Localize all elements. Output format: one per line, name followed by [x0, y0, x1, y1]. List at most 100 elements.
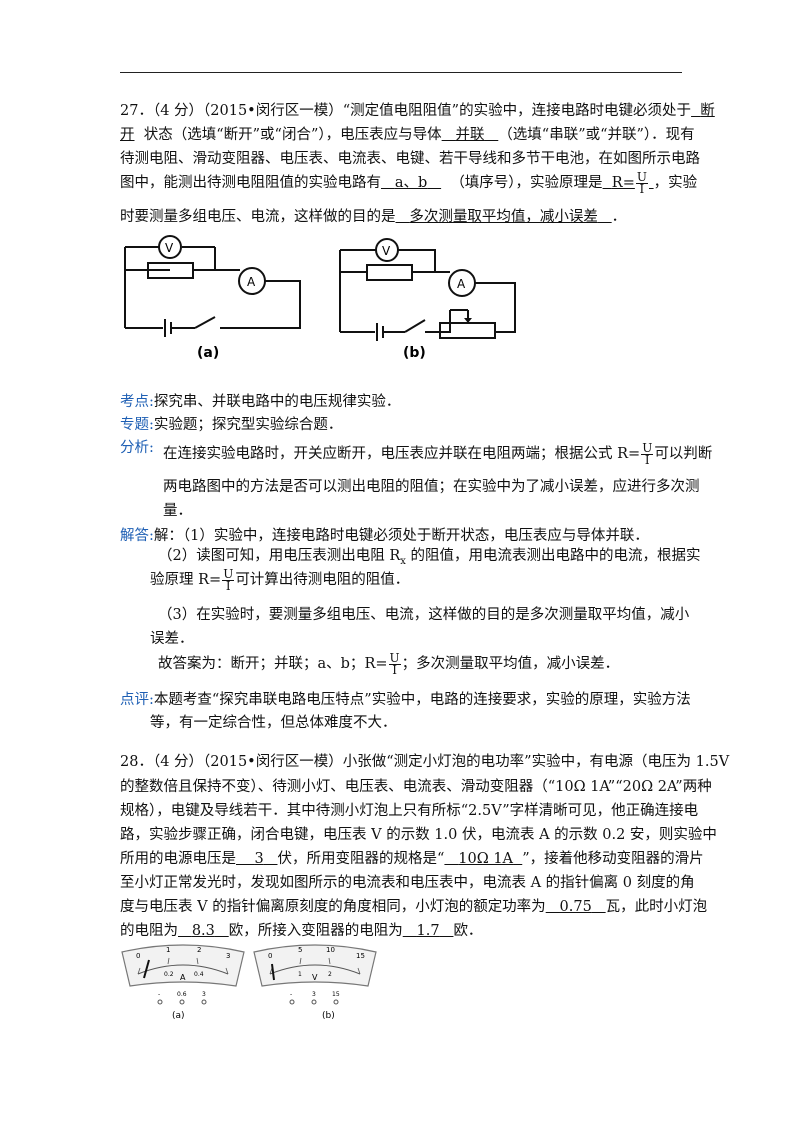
jieda-line5: 误差． [150, 631, 194, 647]
q28-text: 欧，所接入变阻器的电阻为 [228, 923, 403, 939]
ammeter-subtick: 0.2 [164, 971, 174, 978]
q28-line7: 度与电压表 V 的指针偏离原刻度的角度相同，小灯泡的额定功率为 0.75 瓦，此… [120, 895, 707, 916]
fenxi-text: 在连接实验电路时，开关应断开，电压表应并联在电阻两端；根据公式 [163, 446, 618, 462]
q27-text: 时要测量多组电压、电流，这样做的目的是 [120, 209, 396, 225]
kaodian-label: 考点: [120, 394, 154, 410]
zhuanti-label: 专题: [120, 417, 154, 433]
voltmeter-terminal: 3 [312, 991, 316, 998]
voltmeter-label: V [165, 241, 174, 255]
answer-res2: 1.7 [416, 923, 440, 939]
ammeter-tick: 2 [197, 946, 201, 954]
q27-line2: 开 状态（选填“断开”或“闭合”），电压表应与导体 并联 （选填“串联”或“并联… [120, 123, 695, 144]
fenxi-line2: 两电路图中的方法是否可以测出电阻的阻值；在实验中为了减小误差，应进行多次测 [163, 479, 700, 495]
ammeter-letter: A [180, 973, 186, 982]
q28-text: 欧． [453, 923, 483, 939]
voltmeter-subtick: 1 [298, 971, 302, 978]
meter-fig-a-caption: (a) [172, 1011, 185, 1020]
answer-power: 0.75 [559, 899, 592, 915]
ammeter-terminal: 3 [202, 991, 206, 998]
fenxi-text: 可以判断 [654, 446, 713, 462]
zhuanti-text: 实验题；探究型实验综合题． [153, 417, 343, 433]
kaodian-row: 考点:探究串、并联电路中的电压规律实验． [120, 390, 400, 411]
q27-text: 状态（选填“断开”或“闭合”），电压表应与导体 [143, 127, 442, 143]
q27-line1: 27．（4 分）（2015•闵行区一模）“测定值电阻阻值”的实验中，连接电路时电… [120, 99, 715, 120]
voltmeter-label: V [382, 244, 391, 258]
ammeter-label: A [247, 275, 256, 289]
jieda-text: 解：（1）实验中，连接电路时电键必须处于断开状态，电压表应与导体并联． [153, 528, 649, 544]
meter-fig-b-caption: (b) [322, 1011, 335, 1020]
q27-text: 27．（4 分）（2015•闵行区一模）“测定值电阻阻值”的实验中，连接电路时电… [120, 103, 692, 119]
jieda-label: 解答: [120, 528, 154, 544]
q28-line5: 所用的电源电压是 3 伏，所用变阻器的规格是“ 10Ω 1A ”，接着他移动变阻… [120, 847, 704, 868]
ammeter-terminal: - [158, 991, 160, 998]
dianping-label: 点评: [120, 692, 154, 708]
q28-text: 的电阻为 [120, 923, 178, 939]
jieda-line2: （2）读图可知，用电压表测出电阻 Rx 的阻值，用电流表测出电路中的电流，根据实 [158, 544, 701, 567]
answer-blank-1b: 开 [120, 127, 135, 143]
ammeter-label: A [457, 277, 466, 291]
jieda-text: （2）读图可知，用电压表测出电阻 R [158, 548, 401, 564]
q27-text: （选填“串联”或“并联”）．现有 [498, 127, 695, 143]
q28-text: 瓦，此时小灯泡 [605, 899, 708, 915]
jieda-row: 解答:解：（1）实验中，连接电路时电键必须处于断开状态，电压表应与导体并联． [120, 524, 649, 545]
voltmeter-needle [271, 963, 275, 981]
ammeter-needle [143, 959, 150, 979]
voltmeter-tick: 5 [298, 946, 302, 954]
circuit-diagram-a: V A (a) [124, 235, 301, 361]
ammeter-figure: 0 1 2 3 0.2 0.4 A - 0.6 3 (a) [121, 944, 245, 1020]
q27-text: 图中，能测出待测电阻阻值的实验电路有 [120, 175, 381, 191]
voltmeter-subtick: 2 [328, 971, 332, 978]
formula-r: R= [617, 446, 641, 462]
answer-blank-5: 多次测量取平均值，减小误差 [409, 209, 598, 225]
ammeter-terminal: 0.6 [177, 991, 187, 998]
fenxi-label: 分析: [120, 440, 154, 456]
jieda-text: 故答案为：断开；并联；a、b； [158, 656, 365, 672]
subscript-x: x [400, 555, 406, 567]
dianping-row: 点评:本题考查“探究串联电路电压特点”实验中，电路的连接要求，实验的原理，实验方… [120, 688, 691, 709]
q28-text: 所用的电源电压是 [120, 851, 236, 867]
answer-res1: 8.3 [191, 923, 215, 939]
voltmeter-terminal: - [290, 991, 292, 998]
jieda-text: 可计算出待测电阻的阻值． [235, 572, 410, 588]
voltmeter-tick: 0 [268, 952, 272, 960]
header-rule [120, 72, 682, 73]
kaodian-text: 探究串、并联电路中的电压规律实验． [153, 394, 401, 410]
q28-line3: 规格），电键及导线若干．其中待测小灯泡上只有所标“2.5V”字样清晰可见，他正确… [120, 803, 699, 819]
answer-blank-3: a、b [394, 175, 428, 191]
answer-blank-1: 断 [700, 103, 715, 119]
q28-text: 伏，所用变阻器的规格是“ [277, 851, 445, 867]
dianping-text: 本题考查“探究串联电路电压特点”实验中，电路的连接要求，实验的原理，实验方法 [153, 692, 691, 708]
jieda-text: 验原理 [150, 572, 199, 588]
ammeter-tick: 0 [136, 952, 140, 960]
answer-blank-2: 并联 [455, 127, 485, 143]
ammeter-subtick: 0.4 [194, 971, 204, 978]
fenxi-line3: 量． [163, 503, 192, 519]
q27-text: ，实验 [653, 175, 698, 191]
formula-r: R= [198, 572, 222, 588]
voltmeter-letter: V [312, 973, 318, 982]
q28-text: ”，接着他移动变阻器的滑片 [522, 851, 704, 867]
q27-text: （填序号），实验原理是 [450, 175, 603, 191]
formula-r: R= [364, 656, 388, 672]
circuit-diagram-b: V A (b) [339, 238, 516, 361]
voltmeter-figure: 0 5 10 15 1 2 V - 3 15 (b) [253, 944, 377, 1020]
dianping-line2: 等，有一定综合性，但总体难度不大． [150, 715, 397, 731]
q28-line1: 28．（4 分）（2015•闵行区一模）小张做“测定小灯泡的电功率”实验中，有电… [120, 754, 730, 770]
q28-line6: 至小灯正常发光时，发现如图所示的电流表和电压表中，电流表 A 的指针偏离 0 刻… [120, 875, 695, 891]
answer-spec: 10Ω 1A [458, 851, 514, 867]
jieda-text: ；多次测量取平均值，减小误差． [401, 656, 620, 672]
fig-a-caption: (a) [197, 345, 219, 361]
ammeter-tick: 1 [166, 946, 170, 954]
answer-voltage: 3 [254, 851, 264, 867]
jieda-line4: （3）在实验时，要测量多组电压、电流，这样做的目的是多次测量取平均值，减小 [158, 607, 690, 623]
zhuanti-row: 专题:实验题；探究型实验综合题． [120, 413, 342, 434]
q27-line5: 时要测量多组电压、电流，这样做的目的是 多次测量取平均值，减小误差 ． [120, 205, 626, 226]
q27-line3: 待测电阻、滑动变阻器、电压表、电流表、电键、若干导线和多节干电池，在如图所示电路 [120, 151, 700, 167]
